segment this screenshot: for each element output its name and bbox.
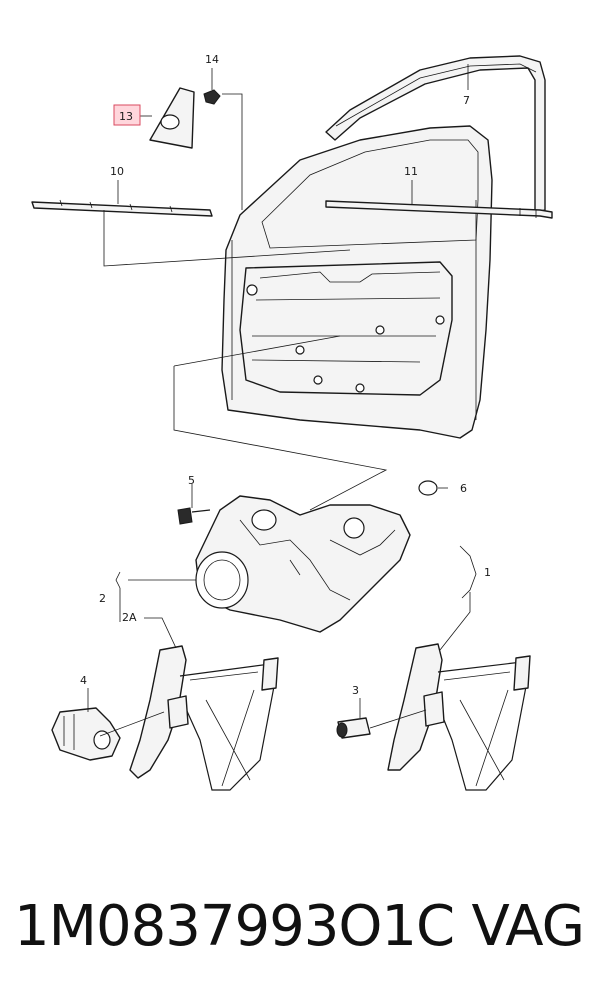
- callouts: 14 13 7 10 11 5 6 1 2 2A 4 3: [80, 53, 491, 697]
- door-shell: [221, 125, 493, 439]
- leader-lines: [87, 64, 477, 737]
- connector-3: [336, 717, 371, 739]
- grommet-6: [418, 480, 438, 496]
- window-shaft-strip-outer: [31, 199, 213, 217]
- callout-3: 3: [352, 684, 359, 697]
- part-number: 1M0837993O1C: [14, 894, 455, 959]
- clip-14: [203, 89, 221, 105]
- window-regulator-left: [129, 645, 279, 791]
- brand-label: VAG: [471, 894, 585, 959]
- callout-6: 6: [460, 482, 467, 495]
- mirror-triangle-trim: [149, 87, 195, 149]
- callout-13-highlight: [113, 104, 141, 126]
- callout-14: 14: [205, 53, 219, 66]
- callout-13: 13: [119, 110, 133, 123]
- callout-10: 10: [110, 165, 124, 178]
- callout-4: 4: [80, 674, 87, 687]
- callout-1: 1: [484, 566, 491, 579]
- window-motor-4: [51, 707, 121, 761]
- callout-5: 5: [188, 474, 195, 487]
- part-number-footer: 1M0837993O1C VAG: [0, 880, 600, 990]
- callout-7: 7: [463, 94, 470, 107]
- bolt-5: [177, 507, 211, 525]
- window-shaft-strip-inner: [325, 200, 553, 219]
- door-module-carrier: [195, 495, 411, 633]
- callout-11: 11: [404, 165, 418, 178]
- window-regulator-right: [387, 643, 531, 791]
- exploded-parts-diagram: 14 13 7 10 11 5 6 1 2 2A 4 3: [31, 53, 553, 791]
- callout-2a: 2A: [122, 611, 137, 624]
- callout-2: 2: [99, 592, 106, 605]
